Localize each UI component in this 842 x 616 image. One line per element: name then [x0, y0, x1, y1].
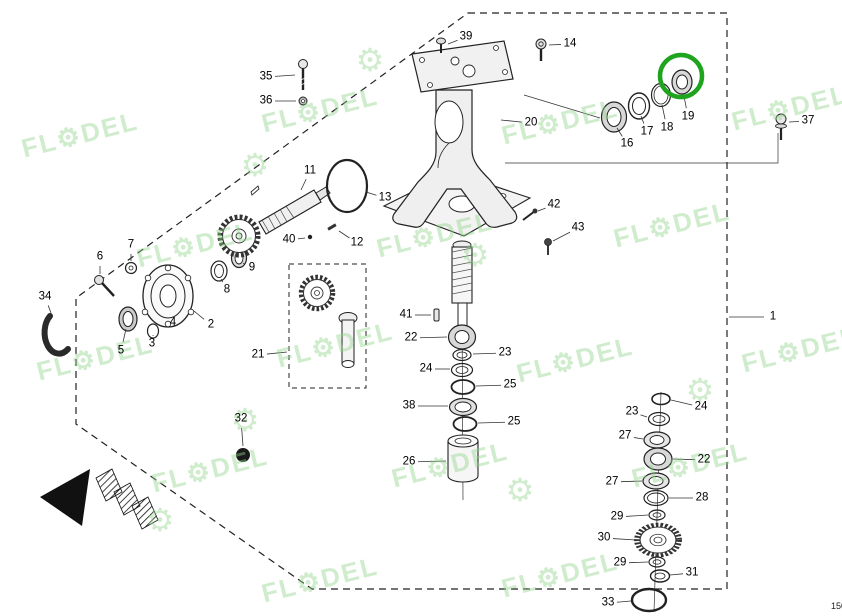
- part-3-ring: [146, 323, 160, 339]
- part-27-ring: [643, 431, 671, 449]
- part-16-bearing: [600, 101, 628, 133]
- part-26-sleeve: [447, 434, 479, 483]
- part-8-ring: [210, 260, 228, 282]
- leader-lines: [47, 39, 800, 603]
- part-7-washer: [124, 261, 138, 275]
- part-20-gearcase-housing: [382, 40, 532, 237]
- direction-arrow: [40, 468, 159, 530]
- corner-figure-number: 150: [831, 601, 842, 611]
- part-22-bearing: [447, 324, 477, 350]
- part-31-ring: [649, 569, 671, 583]
- part-38-bearing: [448, 397, 478, 417]
- part-25b-oring: [452, 416, 478, 432]
- connector-lines: [461, 94, 779, 613]
- dashed-border: [75, 12, 728, 590]
- part-23-washer: [452, 348, 472, 362]
- part-24-ring: [450, 362, 474, 378]
- part-24b-oring: [651, 392, 671, 406]
- part-37-bolt: [775, 113, 787, 140]
- part-13-oring: [325, 158, 369, 214]
- part-41-key: [433, 308, 440, 322]
- part-5-bearing: [118, 306, 138, 332]
- highlight-circle-part-19: [657, 52, 705, 100]
- part-43-screw: [544, 238, 552, 255]
- part-39-screw: [436, 37, 446, 53]
- part-6-bolt: [94, 275, 115, 297]
- part-40-pin: [307, 234, 313, 240]
- part-17-ring: [627, 92, 651, 120]
- part-29-ring: [648, 509, 666, 521]
- part-36-washer: [298, 96, 308, 106]
- part-28-ring: [643, 489, 669, 507]
- part-29b-ring: [648, 556, 666, 568]
- part-27b-ring: [642, 472, 670, 490]
- part-32-plug: [236, 448, 250, 462]
- part-14-bolt: [535, 38, 547, 61]
- part-25-oring: [450, 379, 476, 395]
- part-35-bolt: [298, 59, 308, 90]
- part-42-screw: [522, 208, 538, 221]
- part-19-seal: [671, 69, 693, 95]
- drive-gear: [217, 214, 261, 258]
- part-33-oring: [630, 587, 668, 613]
- part-30-gear: [634, 522, 682, 558]
- part-11-shaft: [250, 185, 331, 235]
- part-2-4-flange: [141, 264, 195, 328]
- part-23b-washer: [647, 411, 671, 427]
- part-12-pin: [327, 223, 337, 231]
- pinion-shaft: [451, 240, 473, 334]
- part-22b-bearing: [643, 447, 673, 471]
- part-21-gearset-box: [288, 263, 367, 389]
- part-34-clamp: [41, 313, 71, 357]
